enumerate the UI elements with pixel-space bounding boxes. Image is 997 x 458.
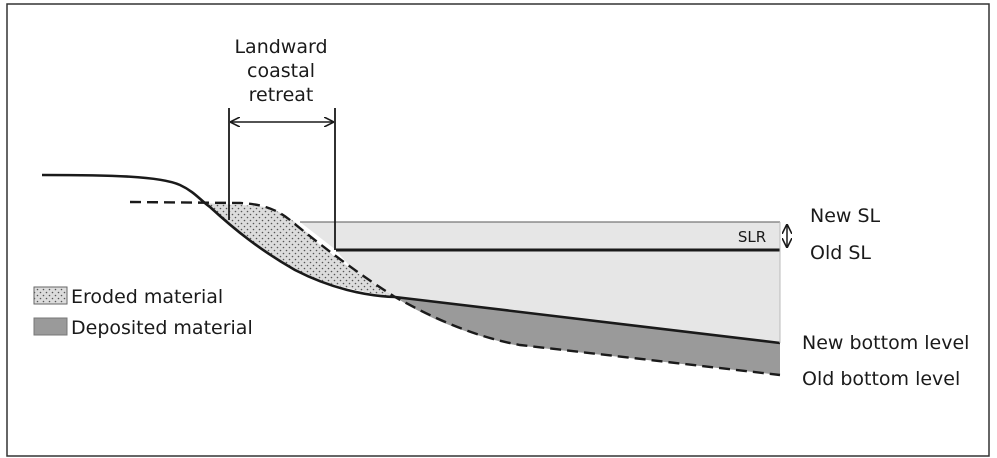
new-bottom-label: New bottom level [802,332,969,354]
old-sl-label: Old SL [810,242,871,264]
eroded-material [205,203,395,297]
deposited-material [395,297,780,375]
new-water-layer [300,222,780,250]
retreat-label-line1: Landward [234,36,327,58]
legend: Eroded material Deposited material [33,286,253,339]
legend-deposited-swatch [33,317,68,336]
slr-label: SLR [738,228,766,246]
old-bottom-label: Old bottom level [802,368,960,390]
figure-border [6,3,990,457]
retreat-label-line2: coastal [247,60,315,82]
new-sl-label: New SL [810,205,881,227]
legend-deposited-label: Deposited material [71,317,253,339]
legend-eroded-label: Eroded material [71,286,223,308]
new-profile-line [41,173,781,345]
old-profile-line [129,200,781,377]
retreat-label-line3: retreat [249,84,314,106]
water-body [336,250,780,343]
legend-eroded-swatch [33,286,68,305]
